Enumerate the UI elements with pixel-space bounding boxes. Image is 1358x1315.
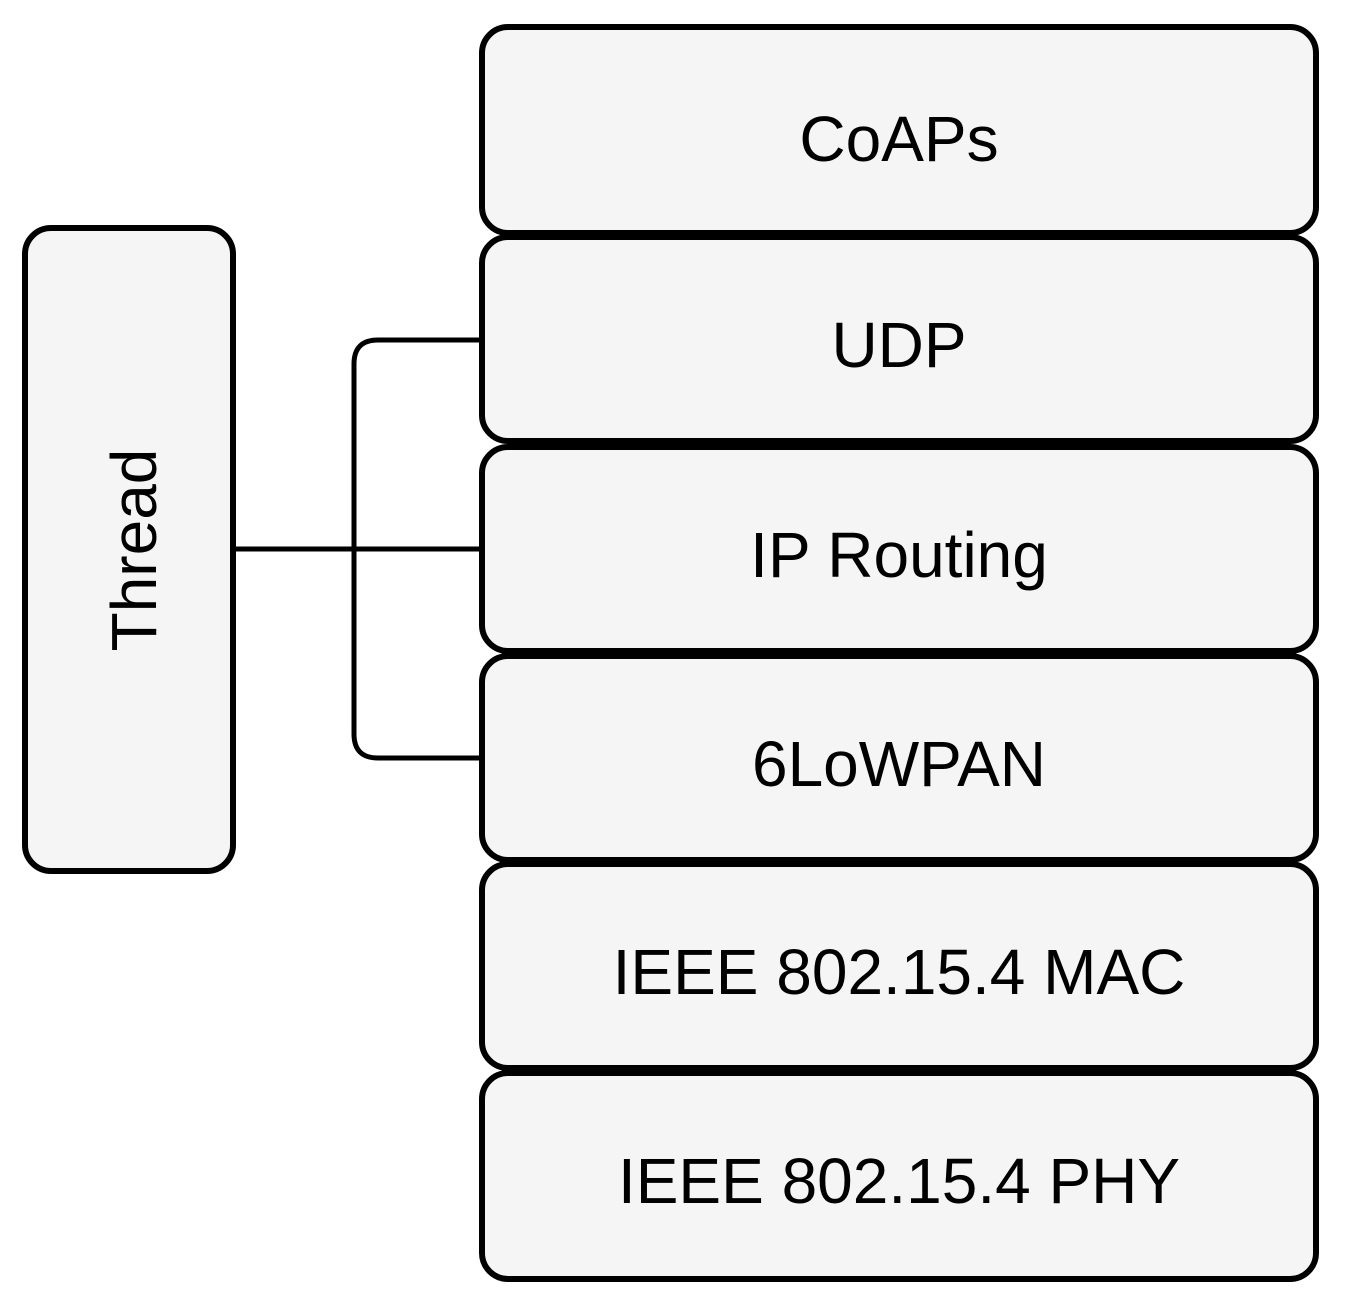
layer-ip-routing: IP Routing (479, 444, 1319, 654)
bracket-udp-to-6lowpan-connector (351, 337, 482, 761)
layer-label: IEEE 802.15.4 MAC (613, 936, 1186, 1008)
layer-label: CoAPs (799, 103, 998, 175)
thread-box (22, 225, 236, 874)
layer-box (479, 653, 1319, 863)
layer-box (479, 861, 1319, 1071)
protocol-stack: CoAPs UDP IP Routing 6LoWPAN IEEE 802.15… (479, 24, 1319, 1282)
layer-label: IEEE 802.15.4 PHY (618, 1145, 1180, 1217)
layer-6lowpan: 6LoWPAN (479, 653, 1319, 863)
layer-label: 6LoWPAN (752, 728, 1046, 800)
layer-udp: UDP (479, 234, 1319, 444)
layer-box (479, 1070, 1319, 1282)
layer-coaps: CoAPs (479, 24, 1319, 236)
layer-label: IP Routing (750, 519, 1048, 591)
layer-box (479, 234, 1319, 444)
layer-ieee-802-15-4-mac: IEEE 802.15.4 MAC (479, 861, 1319, 1071)
layer-ieee-802-15-4-phy: IEEE 802.15.4 PHY (479, 1070, 1319, 1282)
thread-label: Thread (98, 449, 170, 652)
layer-box (479, 444, 1319, 654)
layer-box (479, 24, 1319, 236)
layer-label: UDP (831, 309, 966, 381)
connectors (235, 337, 482, 761)
thread-group: Thread (22, 225, 236, 874)
